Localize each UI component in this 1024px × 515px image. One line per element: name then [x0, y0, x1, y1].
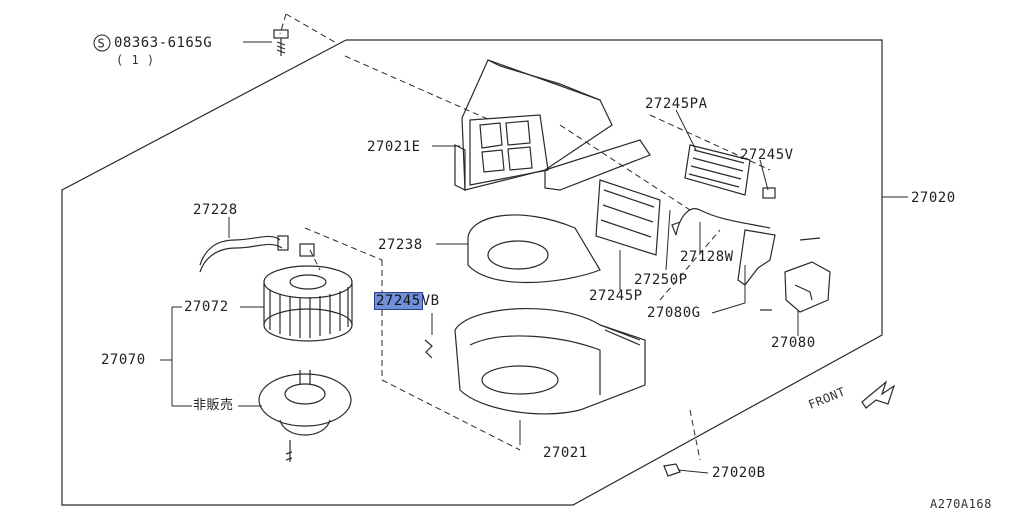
blower-fan-drawing — [263, 265, 353, 342]
label-27070: 27070 — [101, 352, 146, 368]
motor-drawing — [258, 370, 352, 462]
label-27128w: 27128W — [680, 249, 734, 265]
bracket-drawing — [737, 229, 821, 311]
bolt-icon — [273, 29, 289, 56]
label-27072: 27072 — [184, 299, 229, 315]
label-27020b: 27020B — [712, 465, 766, 481]
label-27228: 27228 — [193, 202, 238, 218]
label-27080: 27080 — [771, 335, 816, 351]
front-arrow-icon — [861, 380, 896, 409]
clip-icon — [762, 187, 776, 199]
bolt-qty-label: ( 1 ) — [116, 53, 155, 67]
label-27021: 27021 — [543, 445, 588, 461]
retainer-clip-icon — [424, 339, 433, 359]
label-27021e: 27021E — [367, 139, 421, 155]
svg-text:S: S — [98, 37, 106, 51]
label-27245pa: 27245PA — [645, 96, 708, 112]
part-suffix: VB — [421, 293, 440, 309]
label-27238: 27238 — [378, 237, 423, 253]
duct-plate-drawing — [467, 214, 601, 284]
highlighted-part-number[interactable]: 27245 — [374, 292, 423, 310]
drawing-code: A270A168 — [930, 497, 992, 511]
circle-s-icon: S — [93, 34, 111, 56]
harness-drawing — [199, 235, 315, 273]
actuator-drawing — [784, 261, 831, 313]
label-27020: 27020 — [911, 190, 956, 206]
label-not-for-sale: 非販売 — [193, 398, 234, 413]
label-27245v: 27245V — [740, 147, 794, 163]
blower-case-drawing — [454, 307, 646, 415]
filter-drawing — [595, 144, 751, 256]
intake-housing-drawing — [454, 59, 651, 191]
label-27245p: 27245P — [589, 288, 643, 304]
label-27250p: 27250P — [634, 272, 688, 288]
assembly-lines — [279, 13, 771, 461]
label-27245vb[interactable]: 27245VB — [374, 292, 440, 310]
wire-drawing — [671, 208, 771, 236]
nut-icon — [663, 463, 681, 477]
bolt-part-label: 08363-6165G — [114, 35, 213, 51]
frame-outline — [61, 39, 883, 506]
label-27080g: 27080G — [647, 305, 701, 321]
leader-lines — [160, 41, 908, 474]
